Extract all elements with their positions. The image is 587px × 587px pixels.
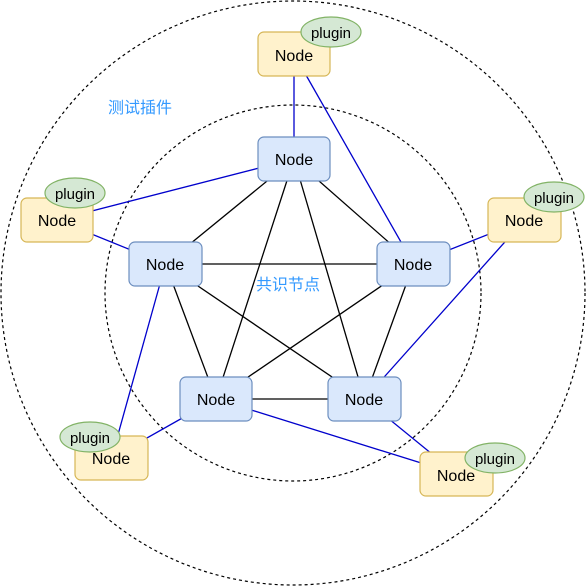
node-label: Node bbox=[146, 257, 184, 274]
consensus-nodes: Node Node Node Node Node bbox=[128, 136, 451, 422]
node-label: Node bbox=[275, 152, 313, 169]
consensus-node[interactable]: Node bbox=[376, 241, 451, 287]
plugin-badge: plugin bbox=[523, 181, 585, 213]
consensus-node[interactable]: Node bbox=[179, 376, 253, 422]
consensus-node[interactable]: Node bbox=[257, 136, 331, 182]
mesh-edge bbox=[215, 263, 414, 400]
node-label: Node bbox=[92, 451, 130, 468]
test-node[interactable]: Node plugin bbox=[20, 177, 106, 243]
test-node[interactable]: Node plugin bbox=[419, 442, 526, 497]
plugin-link-edge bbox=[215, 398, 457, 475]
plugin-label: plugin bbox=[55, 186, 95, 203]
plugin-label: plugin bbox=[475, 451, 515, 468]
plugin-link-edge bbox=[56, 158, 295, 221]
node-label: Node bbox=[197, 392, 235, 409]
mesh-edge bbox=[165, 263, 365, 400]
plugin-badge: plugin bbox=[300, 16, 362, 48]
plugin-badge: plugin bbox=[464, 442, 526, 474]
plugin-badge: plugin bbox=[59, 421, 121, 453]
test-node[interactable]: Node plugin bbox=[487, 181, 585, 243]
plugin-link-edge bbox=[364, 219, 525, 400]
node-label: Node bbox=[505, 213, 543, 230]
mesh-edge bbox=[293, 158, 366, 400]
node-label: Node bbox=[345, 392, 383, 409]
test-node[interactable]: Node plugin bbox=[257, 16, 362, 77]
plugin-label: plugin bbox=[311, 25, 351, 42]
consensus-node[interactable]: Node bbox=[128, 241, 203, 287]
plugin-badge: plugin bbox=[44, 177, 106, 209]
node-label: Node bbox=[394, 257, 432, 274]
inner-zone-label: 共识节点 bbox=[256, 275, 320, 294]
plugin-label: plugin bbox=[534, 190, 574, 207]
node-label: Node bbox=[38, 213, 76, 230]
plugin-label: plugin bbox=[70, 430, 110, 447]
node-label: Node bbox=[437, 468, 475, 485]
test-nodes: Node plugin Node plugin Node plugin No bbox=[20, 16, 585, 497]
plugin-link-edge bbox=[110, 263, 167, 459]
plugin-link-edge bbox=[293, 53, 415, 265]
outer-zone-label: 测试插件 bbox=[108, 98, 172, 117]
node-label: Node bbox=[275, 48, 313, 65]
mesh-edge bbox=[215, 158, 295, 400]
inner-zone-boundary bbox=[104, 104, 482, 482]
test-node[interactable]: Node plugin bbox=[59, 421, 149, 481]
plugin-link-edges bbox=[56, 53, 525, 475]
consensus-node[interactable]: Node bbox=[327, 376, 402, 422]
